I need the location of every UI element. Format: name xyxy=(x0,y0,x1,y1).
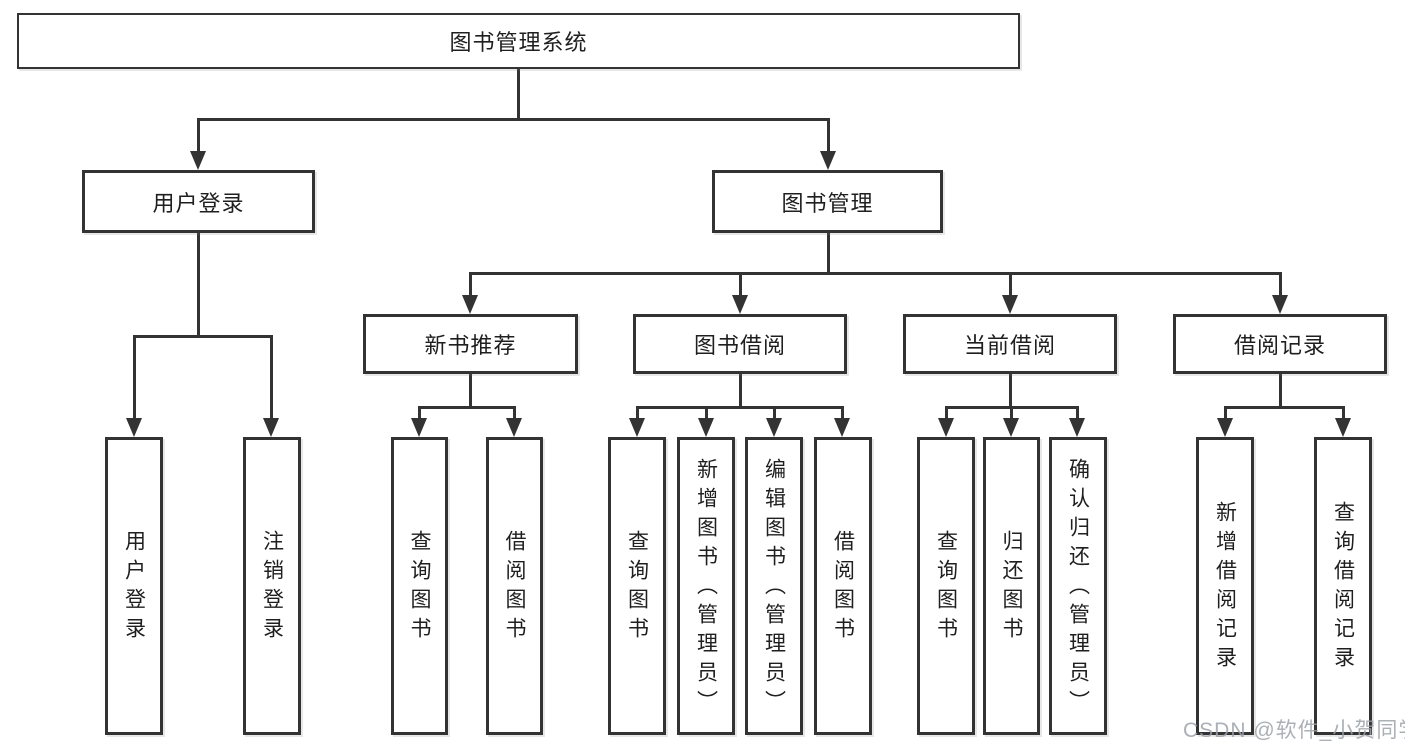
csdn-watermark: CSDN @软件_小贺同学 xyxy=(1183,719,1405,742)
connector-arrow-down xyxy=(1335,418,1351,437)
connector-line xyxy=(197,233,200,337)
connector-line xyxy=(827,118,830,153)
connector-arrow-down xyxy=(263,418,279,437)
connector-arrow-down xyxy=(766,418,782,437)
connector-arrow-down xyxy=(629,418,645,437)
connector-arrow-down xyxy=(1217,418,1233,437)
leaf-edit-books-admin: 编辑图书（管理员） xyxy=(745,437,803,735)
connector-line xyxy=(513,406,516,420)
connector-arrow-down xyxy=(938,418,954,437)
connector-arrow-down xyxy=(820,151,836,170)
connector-line xyxy=(636,406,639,420)
connector-arrow-down xyxy=(1069,418,1085,437)
node-current-borrow: 当前借阅 xyxy=(903,314,1117,374)
leaf-user-login: 用户登录 xyxy=(105,437,163,735)
connector-line xyxy=(773,406,776,420)
connector-line xyxy=(739,272,742,297)
connector-line xyxy=(1279,374,1282,408)
connector-line xyxy=(636,406,844,409)
connector-line xyxy=(1224,406,1227,420)
connector-line xyxy=(705,406,708,420)
connector-line xyxy=(418,406,421,420)
connector-line xyxy=(1009,374,1012,408)
connector-arrow-down xyxy=(1003,418,1019,437)
node-book-borrow: 图书借阅 xyxy=(633,314,847,374)
connector-line xyxy=(841,406,844,420)
leaf-add-books-admin: 新增图书（管理员） xyxy=(677,437,735,735)
connector-arrow-down xyxy=(698,418,714,437)
connector-arrow-down xyxy=(190,151,206,170)
node-root: 图书管理系统 xyxy=(17,13,1020,69)
node-new-book-recommend: 新书推荐 xyxy=(363,314,578,374)
connector-line xyxy=(469,374,472,408)
connector-arrow-down xyxy=(732,295,748,314)
connector-arrow-down xyxy=(126,418,142,437)
connector-line xyxy=(133,335,273,338)
leaf-query-books-recommend: 查询图书 xyxy=(391,437,448,735)
leaf-query-books-current: 查询图书 xyxy=(917,437,975,735)
connector-arrow-down xyxy=(834,418,850,437)
connector-line xyxy=(469,272,1281,275)
connector-line xyxy=(1076,406,1079,420)
connector-line xyxy=(1342,406,1345,420)
connector-line xyxy=(469,272,472,297)
connector-line xyxy=(739,374,742,408)
connector-arrow-down xyxy=(411,418,427,437)
connector-arrow-down xyxy=(462,295,478,314)
node-book-management: 图书管理 xyxy=(712,170,943,233)
connector-line xyxy=(197,118,830,121)
connector-line xyxy=(1279,272,1282,297)
leaf-query-books-borrow: 查询图书 xyxy=(608,437,666,735)
leaf-add-borrow-record: 新增借阅记录 xyxy=(1196,437,1254,735)
leaf-borrow-books-recommend: 借阅图书 xyxy=(486,437,543,735)
leaf-borrow-books: 借阅图书 xyxy=(814,437,872,735)
connector-line xyxy=(1010,406,1013,420)
connector-line xyxy=(827,233,830,274)
connector-line xyxy=(945,406,948,420)
connector-line xyxy=(197,118,200,153)
leaf-return-books: 归还图书 xyxy=(983,437,1040,735)
connector-line xyxy=(1224,406,1344,409)
connector-arrow-down xyxy=(1272,295,1288,314)
node-user-login: 用户登录 xyxy=(82,170,315,233)
connector-line xyxy=(270,335,273,420)
leaf-logout: 注销登录 xyxy=(243,437,301,735)
node-borrow-records: 借阅记录 xyxy=(1173,314,1387,374)
leaf-confirm-return-admin: 确认归还（管理员） xyxy=(1049,437,1107,735)
leaf-query-borrow-record: 查询借阅记录 xyxy=(1314,437,1372,735)
connector-arrow-down xyxy=(506,418,522,437)
connector-arrow-down xyxy=(1002,295,1018,314)
connector-line xyxy=(418,406,516,409)
connector-line xyxy=(133,335,136,420)
connector-line xyxy=(1009,272,1012,297)
connector-line xyxy=(517,69,520,120)
